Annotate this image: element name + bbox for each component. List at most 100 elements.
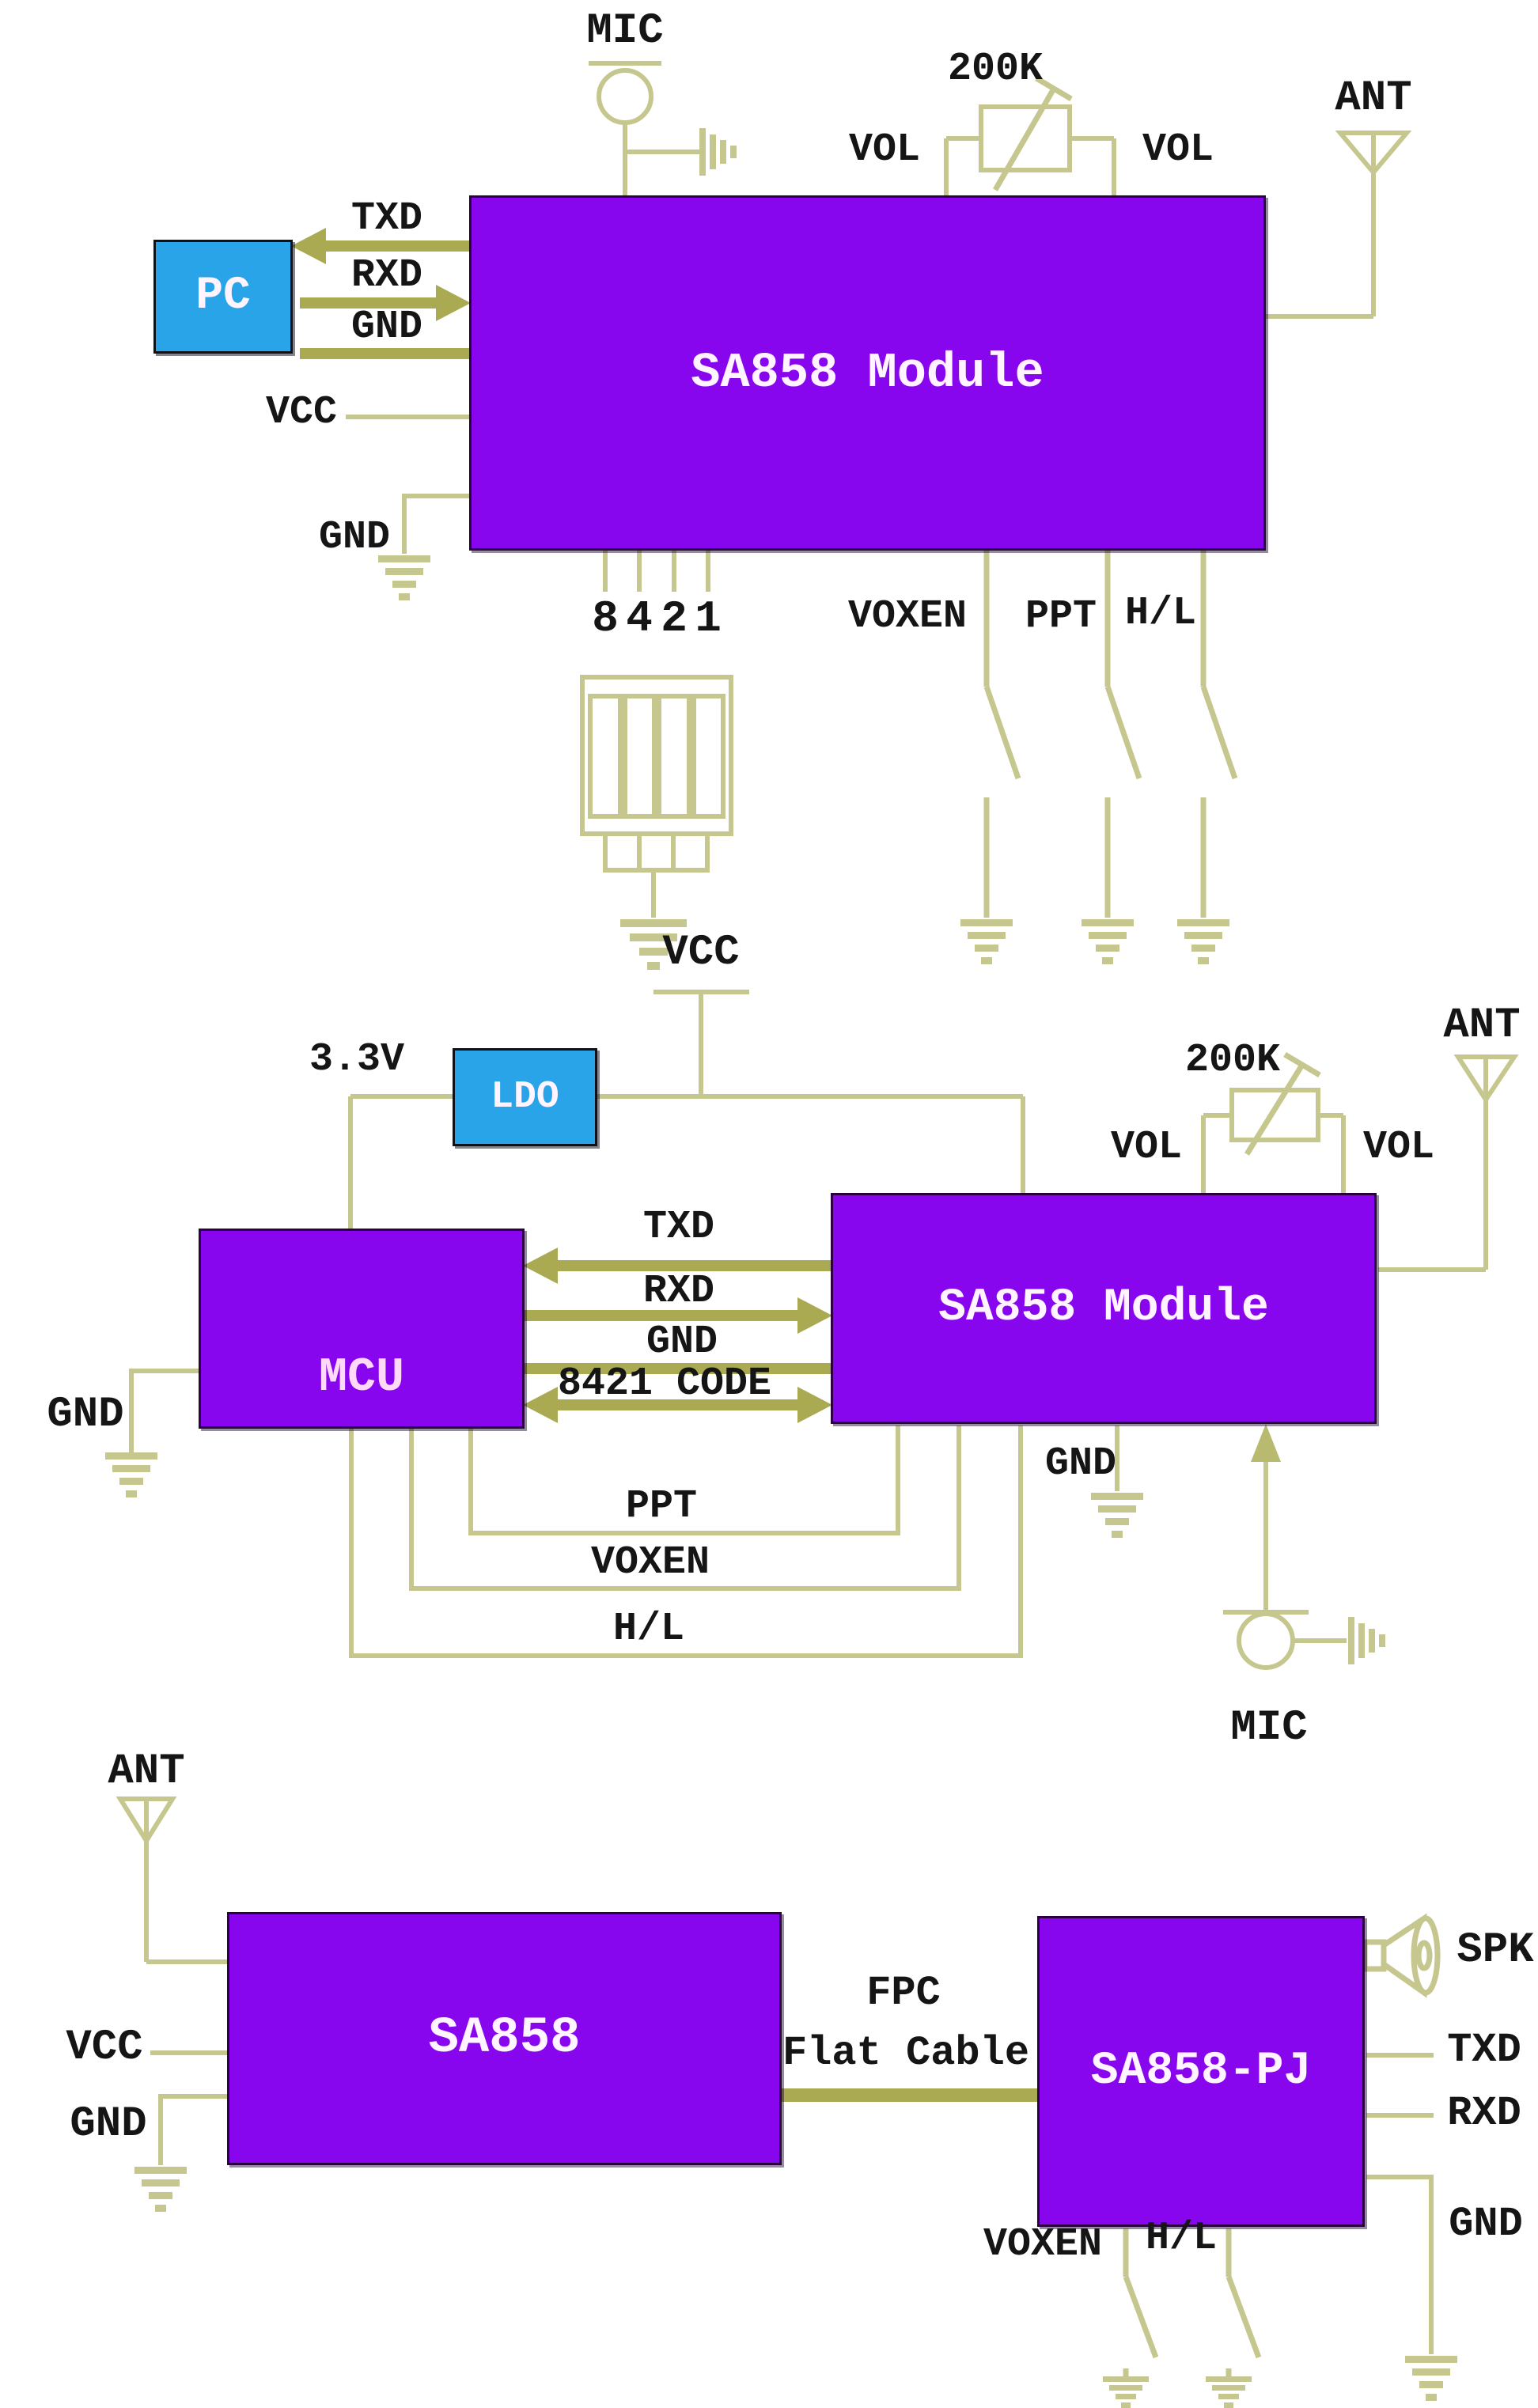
txd-bus (291, 228, 469, 264)
dip-switch-icon (580, 675, 733, 918)
sa858-module-box: SA858 Module (469, 195, 1266, 551)
sa858-pj-box: SA858-PJ (1037, 1916, 1365, 2227)
ppt-switch-icon (1104, 549, 1142, 918)
mic-arrow (1251, 1424, 1281, 1462)
ant-label: ANT (1335, 74, 1412, 123)
vol-right-label-2: VOL (1362, 1125, 1435, 1170)
gnd-wire-3 (158, 2094, 229, 2165)
hl-wire (349, 1425, 1023, 1658)
voxen-switch-icon-3 (1123, 2228, 1159, 2376)
ppt-wire (468, 1425, 900, 1535)
mic-icon (589, 61, 699, 195)
hl-label: H/L (1124, 591, 1197, 636)
gnd-label-4: GND (70, 2100, 147, 2149)
sa858-box: SA858 (227, 1912, 782, 2165)
sa858-pj-label: SA858-PJ (1090, 2045, 1312, 2097)
sa858-module-label: SA858 Module (691, 344, 1044, 401)
code-pin-stubs (603, 549, 710, 592)
sa858-module-label-2: SA858 Module (938, 1282, 1269, 1334)
mcu-label: MCU (318, 1350, 405, 1405)
voxen-wire (409, 1425, 961, 1591)
gnd-label: GND (350, 305, 423, 350)
mcu-gnd-symbol (105, 1452, 157, 1497)
ant-label-2: ANT (1443, 1001, 1521, 1050)
gnd-wire (402, 494, 469, 554)
vcc-label-2: VCC (662, 929, 740, 977)
gnd-label-3: GND (646, 1319, 718, 1365)
module-gnd-symbol (1091, 1493, 1143, 1538)
fpc-label: FPC (866, 1970, 941, 2016)
pin-4-label: 4 (626, 593, 653, 644)
rxd-label-2: RXD (642, 1269, 715, 1314)
voxen-switch-icon (983, 549, 1021, 918)
mcu-box: MCU (199, 1229, 525, 1429)
ppt-label-2: PPT (625, 1484, 698, 1529)
sa858-label: SA858 (428, 2010, 581, 2067)
pin-1-label: 1 (695, 593, 722, 644)
rxd-bus-2 (525, 1297, 832, 1334)
ldo-label: LDO (491, 1076, 559, 1119)
gnd-label-2: GND (318, 515, 391, 560)
pin-8-label: 8 (592, 593, 619, 644)
mic-ground-icon (699, 128, 737, 176)
gnd-left-label: GND (47, 1391, 124, 1439)
gnd-bus-2 (525, 1363, 831, 1374)
rxd-label: RXD (350, 253, 423, 298)
code-bus (523, 1387, 832, 1423)
vol-right-label: VOL (1142, 127, 1214, 172)
voxen-label-3: VOXEN (983, 2222, 1103, 2267)
pc-label: PC (195, 271, 251, 322)
vcc-rail (348, 990, 1025, 1229)
mic-label: MIC (586, 7, 664, 55)
txd-bus-2 (523, 1248, 831, 1284)
txd-label-2: TXD (642, 1205, 715, 1250)
voxen-label: VOXEN (847, 594, 968, 639)
pot-value-label: 200K (947, 47, 1044, 92)
antenna-icon (1264, 131, 1412, 319)
switch-ground-symbols (960, 919, 1229, 964)
gnd-bus (300, 348, 469, 359)
rxd-bus (300, 285, 471, 321)
switch-ground-symbols-3 (1103, 2376, 1252, 2408)
antenna-icon-2 (1378, 1054, 1519, 1272)
vol-left-label: VOL (848, 127, 921, 172)
hl-switch-icon-3 (1225, 2228, 1262, 2376)
gnd-symbol-3 (134, 2167, 187, 2212)
mic-ground-icon-2 (1348, 1617, 1385, 1664)
v33-label: 3.3V (309, 1037, 405, 1082)
gnd-symbol (378, 555, 430, 600)
volume-pot-icon (944, 75, 1116, 195)
mic-label-2: MIC (1230, 1704, 1308, 1752)
code-label: 8421 CODE (557, 1361, 772, 1407)
vol-left-label-2: VOL (1110, 1125, 1183, 1170)
vcc-label: VCC (265, 390, 338, 435)
pin-2-label: 2 (661, 593, 688, 644)
fpc-cable (780, 2088, 1039, 2102)
gnd-right-label-3: GND (1449, 2201, 1523, 2247)
hl-label-2: H/L (612, 1607, 685, 1652)
voxen-label-2: VOXEN (590, 1540, 710, 1585)
speaker-icon (1362, 1913, 1441, 1998)
gnd-symbol-4 (1405, 2356, 1457, 2401)
hl-label-3: H/L (1145, 2216, 1218, 2261)
gnd-right-label: GND (1044, 1441, 1117, 1486)
ppt-label: PPT (1025, 594, 1097, 639)
mcu-gnd-wire (129, 1369, 199, 1452)
gnd-wire-4 (1366, 2175, 1434, 2354)
ant-label-3: ANT (108, 1747, 185, 1796)
flat-cable-label: Flat Cable (782, 2030, 1030, 2077)
ldo-box: LDO (453, 1048, 597, 1146)
spk-label: SPK (1457, 1926, 1534, 1974)
vcc-label-3: VCC (66, 2024, 143, 2072)
antenna-icon-3 (116, 1797, 229, 1964)
mic-icon-2 (1223, 1456, 1347, 1670)
txd-label: TXD (350, 196, 423, 241)
sa858-module-box-2: SA858 Module (831, 1193, 1377, 1424)
pot-value-label-2: 200K (1184, 1038, 1281, 1083)
volume-pot-icon-2 (1201, 1051, 1346, 1193)
pc-box: PC (153, 240, 293, 354)
hl-switch-icon (1200, 549, 1238, 918)
txd-label-3: TXD (1447, 2027, 1521, 2073)
